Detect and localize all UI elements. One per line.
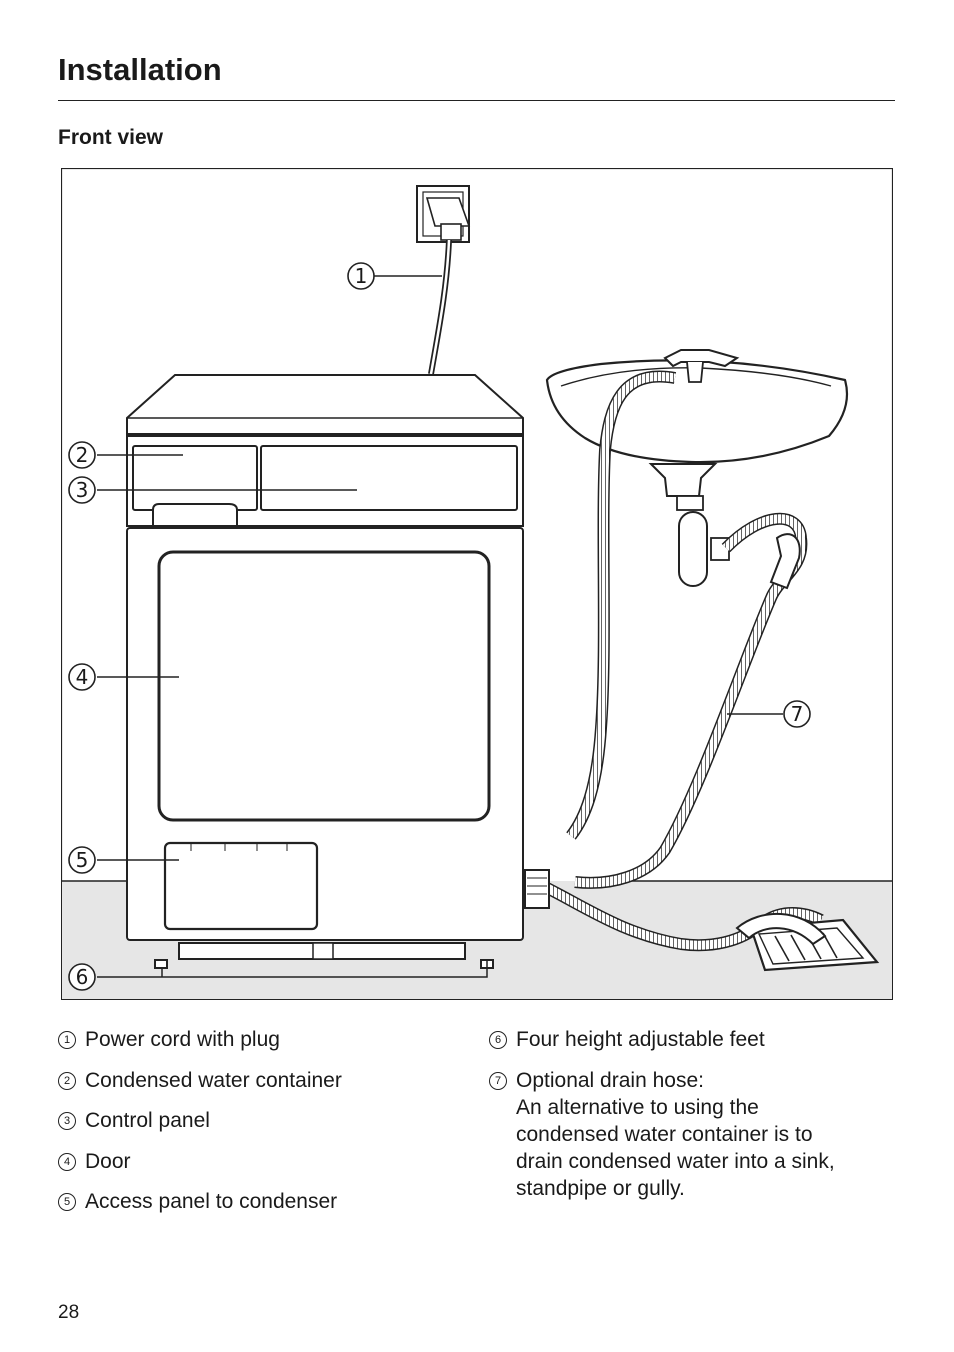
legend-number: 2	[58, 1071, 76, 1090]
legend-number: 5	[58, 1193, 76, 1211]
legend-item: 2 Condensed water container	[58, 1067, 478, 1094]
legend-item: 7 Optional drain hose: An alternative to…	[489, 1067, 899, 1202]
callout-7-marker: 7	[783, 700, 811, 728]
leader-lines	[97, 275, 783, 978]
legend-text: Door	[85, 1149, 131, 1173]
legend-text: Condensed water container	[85, 1068, 342, 1092]
legend-number: 3	[58, 1112, 76, 1130]
legend-number: 1	[58, 1031, 76, 1049]
legend-item: 1 Power cord with plug	[58, 1026, 478, 1053]
front-view-illustration: 1 2 3 4 5 6 7	[60, 167, 894, 1001]
legend-text: Control panel	[85, 1109, 210, 1132]
callout-6: 6	[76, 965, 89, 989]
page-number: 28	[58, 1302, 80, 1323]
dryer-top	[126, 374, 524, 435]
legend-item: 6 Four height adjustable feet	[489, 1026, 899, 1053]
callout-5: 5	[76, 848, 89, 872]
callout-1-marker: 1	[347, 262, 375, 290]
legend-text: Four height adjustable feet	[516, 1028, 765, 1051]
wall-socket	[416, 185, 471, 243]
callout-4-marker: 4	[68, 663, 96, 691]
legend-item: 3 Control panel	[58, 1107, 478, 1134]
callout-5-marker: 5	[68, 846, 96, 874]
callout-2-marker: 2	[68, 441, 96, 469]
title-rule	[58, 100, 895, 101]
legend-number: 4	[58, 1152, 76, 1171]
control-panel-front	[260, 445, 518, 511]
legend-left: 1 Power cord with plug 2 Condensed water…	[58, 1026, 478, 1229]
foot-left	[154, 959, 168, 969]
floor-gully	[735, 912, 880, 972]
callout-2: 2	[76, 443, 89, 467]
callout-6-marker: 6	[68, 963, 96, 991]
page-title: Installation	[58, 52, 222, 87]
callout-3: 3	[76, 478, 89, 502]
callout-7: 7	[791, 702, 804, 726]
container-handle	[152, 503, 238, 525]
legend-text: Access panel to condenser	[85, 1190, 338, 1213]
legend-right: 6 Four height adjustable feet 7 Optional…	[489, 1026, 899, 1215]
dryer-installation-diagram: 1 2 3 4 5 6 7	[60, 167, 894, 1001]
legend-item: 4 Door	[58, 1148, 478, 1175]
legend-number: 7	[489, 1071, 507, 1090]
section-title: Front view	[58, 126, 164, 149]
legend-item: 5 Access panel to condenser	[58, 1188, 478, 1215]
dryer-door	[157, 550, 491, 822]
legend-text: Power cord with plug	[85, 1028, 280, 1051]
access-panel	[163, 841, 319, 931]
hose-connector	[524, 869, 550, 909]
legend-text: Optional drain hose: An alternative to u…	[516, 1068, 835, 1200]
callout-3-marker: 3	[68, 476, 96, 504]
legend-number: 6	[489, 1031, 507, 1049]
callout-4: 4	[76, 665, 89, 689]
callout-1: 1	[355, 264, 368, 288]
